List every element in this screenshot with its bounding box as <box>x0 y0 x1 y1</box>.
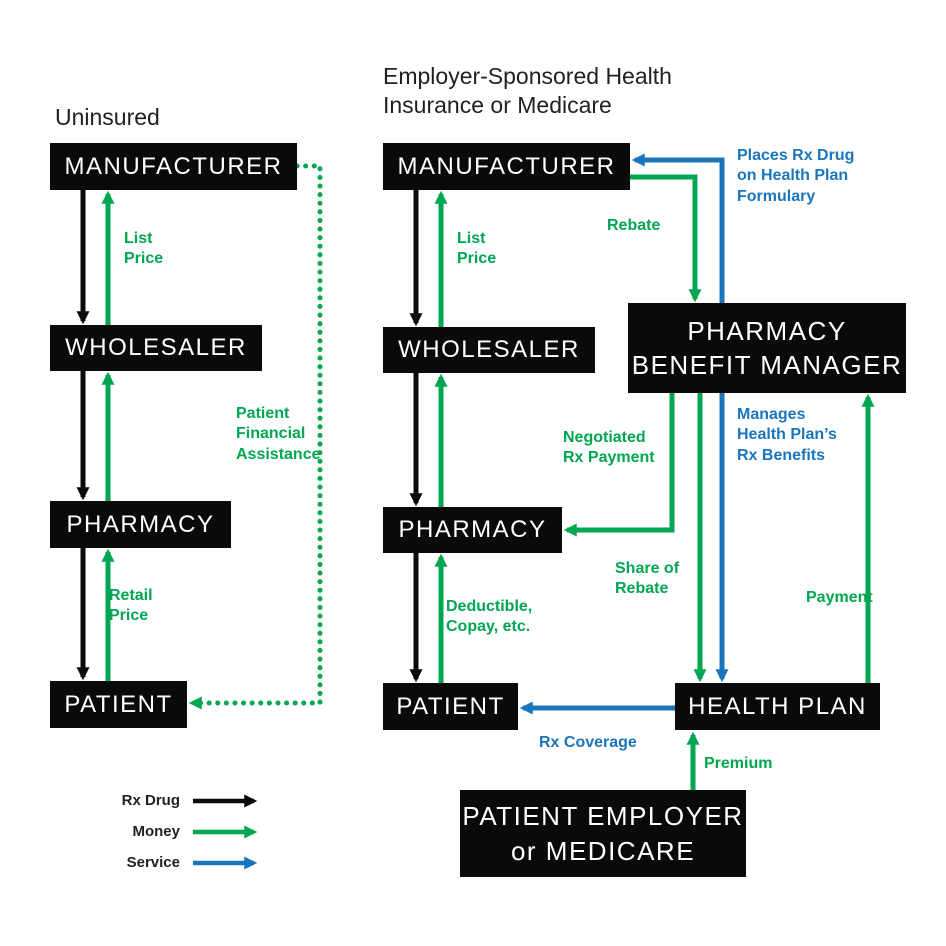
label-list-price-left: List Price <box>124 230 164 268</box>
legend-label-service: Service <box>126 854 180 871</box>
box-manufacturer-right: MANUFACTURER <box>383 143 630 190</box>
legend-label-rx-drug: Rx Drug <box>121 792 180 809</box>
box-wholesaler-left: WHOLESALER <box>50 325 262 371</box>
arrow-money-pbm-pharmacy-negotiated <box>563 393 675 537</box>
label-deductible-copay: Deductible, Copay, etc. <box>446 598 533 636</box>
arrow-rebate-manufacturer-pbm <box>630 174 702 303</box>
left-title: Uninsured <box>55 104 160 130</box>
label-payment: Payment <box>806 589 873 606</box>
legend-label-money: Money <box>132 823 180 840</box>
arrow-patient-financial-assistance-dotted <box>188 163 323 710</box>
label-share-of-rebate: Share of Rebate <box>615 560 680 598</box>
label-rebate: Rebate <box>607 217 661 234</box>
box-manufacturer-left: MANUFACTURER <box>50 143 297 190</box>
right-title: Employer-Sponsored Health Insurance or M… <box>383 63 672 119</box>
box-pharmacy-benefit-manager: PHARMACY BENEFIT MANAGER <box>628 303 906 393</box>
label-negotiated-rx-payment: Negotiated Rx Payment <box>563 429 655 467</box>
label-manages-rx-benefits: Manages Health Plan’s Rx Benefits <box>737 406 837 464</box>
label-places-rx-formulary: Places Rx Drug on Health Plan Formulary <box>737 147 855 205</box>
box-patient-employer: PATIENT EMPLOYER or MEDICARE <box>460 790 746 877</box>
label-list-price-right: List Price <box>457 230 497 268</box>
box-wholesaler-right: WHOLESALER <box>383 327 595 373</box>
label-rx-coverage: Rx Coverage <box>539 734 637 751</box>
box-patient-right: PATIENT <box>383 683 518 730</box>
box-pharmacy-right: PHARMACY <box>383 507 562 553</box>
arrow-service-pbm-manufacturer-formulary <box>631 153 725 303</box>
label-retail-price: Retail Price <box>109 587 153 625</box>
box-pharmacy-left: PHARMACY <box>50 501 231 548</box>
label-patient-financial-assistance: Patient Financial Assistance <box>236 405 321 463</box>
box-patient-left: PATIENT <box>50 681 187 728</box>
box-health-plan: HEALTH PLAN <box>675 683 880 730</box>
label-premium: Premium <box>704 755 773 772</box>
